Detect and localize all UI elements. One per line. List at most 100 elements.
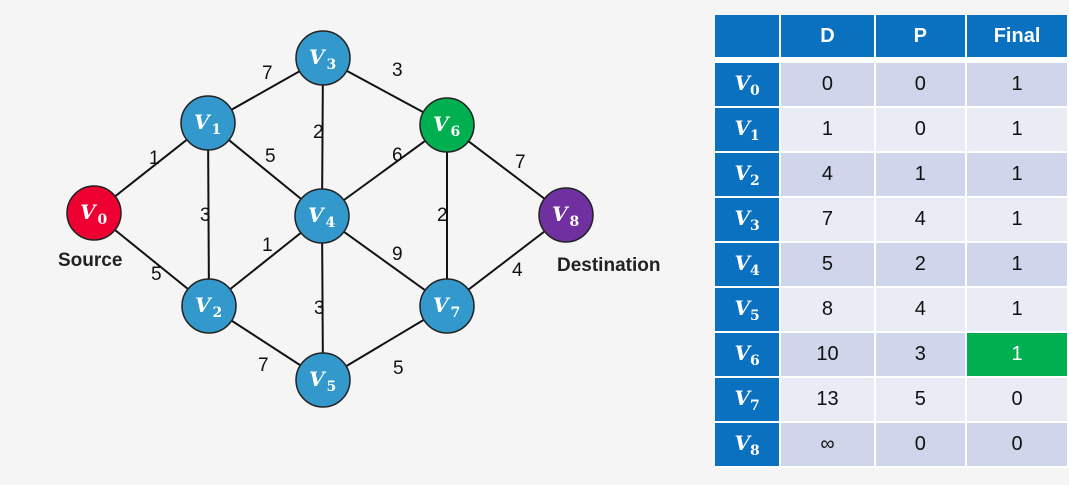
row-vertex-label: V4 <box>715 243 782 288</box>
vertex-subscript: 6 <box>750 352 760 369</box>
header-p: P <box>875 15 968 59</box>
edge-weight-label: 3 <box>314 298 325 319</box>
vertex-name: V2 <box>735 161 760 189</box>
vertex-name: V5 <box>734 295 760 324</box>
vertex-subscript: 2 <box>750 172 760 189</box>
row-vertex-label: V2 <box>715 153 782 198</box>
vertex-subscript: 5 <box>750 307 760 324</box>
vertex-subscript: 0 <box>750 82 760 99</box>
node-letter: V <box>195 293 213 317</box>
final-cell: 1 <box>967 153 1069 198</box>
node-letter: V <box>308 203 326 227</box>
vertex-letter: V <box>734 70 751 95</box>
node-circle <box>295 352 351 408</box>
node-subscript: 7 <box>451 305 461 321</box>
row-vertex-label: V7 <box>715 378 782 423</box>
node-letter: V <box>552 202 570 226</box>
final-cell: 1 <box>967 59 1069 108</box>
node-circle <box>181 278 237 334</box>
predecessor-cell: 5 <box>875 378 968 423</box>
predecessor-cell: 0 <box>875 108 968 153</box>
node-letter: V <box>80 200 98 224</box>
header-final: Final <box>967 15 1069 59</box>
source-label: Source <box>58 250 122 271</box>
final-cell: 1 <box>967 333 1069 378</box>
distance-cell: 0 <box>781 59 876 108</box>
node-subscript: 2 <box>213 305 223 321</box>
row-vertex-label: V8 <box>715 423 782 468</box>
node-letter: V <box>309 367 327 391</box>
row-vertex-label: V1 <box>715 108 782 153</box>
node-circle <box>180 95 236 151</box>
distance-cell: 7 <box>781 198 876 243</box>
predecessor-cell: 0 <box>875 423 968 468</box>
node-subscript: 0 <box>98 212 108 228</box>
edge-weight-label: 4 <box>512 260 523 281</box>
edge-weight-label: 1 <box>262 235 273 256</box>
vertex-name: V1 <box>734 115 760 144</box>
edge-weight-label: 5 <box>265 146 276 167</box>
edge-weight-label: 9 <box>392 244 403 265</box>
vertex-name: V4 <box>734 250 760 279</box>
predecessor-cell: 4 <box>875 288 968 333</box>
row-vertex-label: V6 <box>715 333 782 378</box>
distance-cell: 10 <box>781 333 876 378</box>
edge-weight-label: 7 <box>258 355 269 376</box>
node-circle <box>295 30 351 86</box>
row-vertex-label: V5 <box>715 288 782 333</box>
vertex-subscript: 3 <box>750 217 760 234</box>
node-subscript: 4 <box>326 215 336 231</box>
final-cell: 0 <box>967 423 1069 468</box>
node-circle <box>419 97 475 153</box>
edge-weight-label: 1 <box>149 148 160 169</box>
header-d: D <box>781 15 876 59</box>
vertex-letter: V <box>734 205 751 230</box>
vertex-letter: V <box>734 430 751 455</box>
final-cell: 1 <box>967 108 1069 153</box>
header-corner <box>715 15 782 59</box>
node-subscript: 1 <box>212 122 222 138</box>
row-vertex-label: V0 <box>715 59 782 108</box>
vertex-letter: V <box>734 250 751 275</box>
distance-cell: 5 <box>781 243 876 288</box>
vertex-letter: V <box>734 115 751 140</box>
edge-weight-label: 5 <box>393 358 404 379</box>
vertex-name: V6 <box>734 340 760 369</box>
edge-weight-label: 2 <box>313 122 324 143</box>
node-circle <box>294 188 350 244</box>
final-cell: 1 <box>967 198 1069 243</box>
node-circle <box>419 278 475 334</box>
node-circle <box>66 185 122 241</box>
vertex-letter: V <box>734 385 751 410</box>
distance-cell: ∞ <box>781 423 876 468</box>
vertex-letter: V <box>734 340 751 365</box>
node-subscript: 6 <box>451 124 461 140</box>
edge-weight-label: 7 <box>262 63 273 84</box>
vertex-subscript: 7 <box>750 397 760 414</box>
vertex-subscript: 1 <box>750 127 760 144</box>
predecessor-cell: 0 <box>875 59 968 108</box>
predecessor-cell: 4 <box>875 198 968 243</box>
vertex-letter: V <box>734 295 751 320</box>
edge-weight-label: 3 <box>392 60 403 81</box>
node-letter: V <box>433 112 451 136</box>
vertex-name: V0 <box>734 70 760 99</box>
edge-v1-v2 <box>207 122 210 307</box>
node-subscript: 3 <box>327 57 337 73</box>
